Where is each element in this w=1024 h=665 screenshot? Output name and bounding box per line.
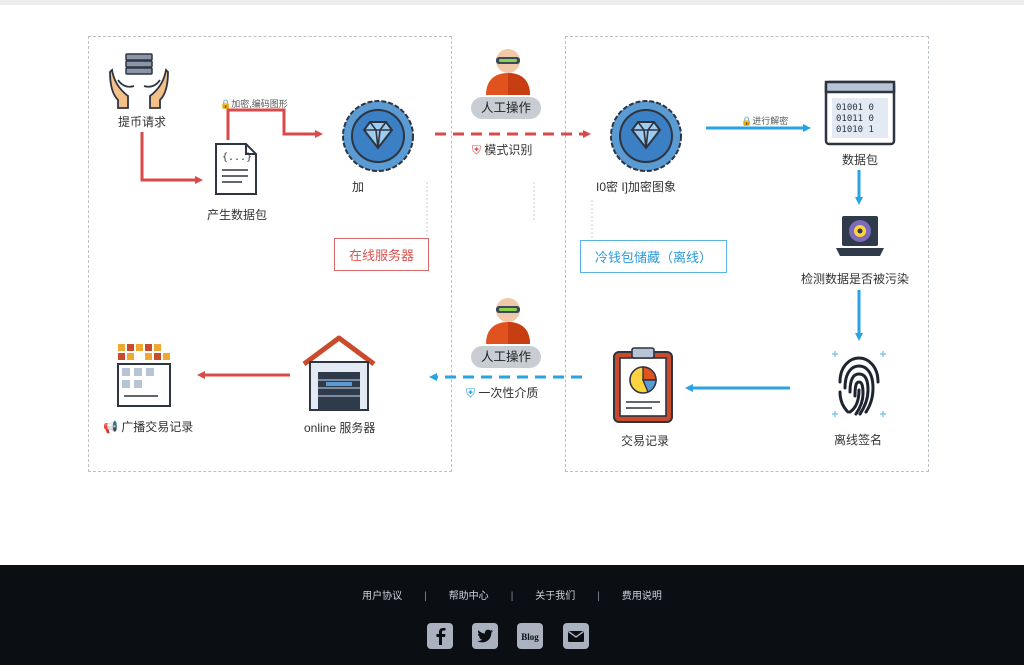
- operator-icon: [486, 49, 530, 95]
- document-icon: {...}: [215, 143, 257, 195]
- decrypt-note: 🔒进行解密: [741, 116, 789, 126]
- twitter-icon[interactable]: [472, 623, 498, 649]
- svg-text:Blog: Blog: [521, 632, 539, 642]
- svg-text:{...}: {...}: [222, 152, 252, 163]
- offline-zone-panel: [565, 36, 929, 472]
- svg-text:01011 0: 01011 0: [836, 114, 874, 124]
- blog-icon[interactable]: Blog: [517, 623, 543, 649]
- footer-link-user-agreement[interactable]: 用户协议: [362, 591, 403, 602]
- binary-window-icon: 01001 0 01011 0 01010 1: [824, 80, 896, 146]
- lock-icon: 🔒: [220, 99, 232, 109]
- transaction-record-label: 交易记录: [621, 434, 670, 448]
- laptop-scan-icon: [836, 216, 884, 256]
- withdraw-request-label: 提币请求: [118, 115, 167, 129]
- footer-link-about-us[interactable]: 关于我们: [535, 591, 576, 602]
- svg-text:01010 1: 01010 1: [836, 125, 874, 135]
- decrypt-image-label: I0密 I]加密图象: [596, 180, 677, 194]
- generate-packet-label: 产生数据包: [207, 208, 268, 222]
- online-server-label: online 服务器: [304, 421, 376, 435]
- data-packet-label: 数据包: [842, 153, 879, 167]
- encrypt-badge-icon: [342, 100, 414, 172]
- footer-link-help-center[interactable]: 帮助中心: [448, 591, 489, 602]
- lock-icon: 🔒: [741, 116, 753, 126]
- check-pollution-label: 检测数据是否被污染: [801, 272, 910, 286]
- flow-arrows: [140, 108, 863, 392]
- footer-link-fee-description[interactable]: 费用说明: [621, 591, 662, 602]
- encrypt-code-note: 🔒加密,编码图形: [220, 99, 288, 109]
- online-server-box: 在线服务器: [334, 238, 430, 271]
- decrypt-badge-icon: [610, 100, 682, 172]
- arrow-request-to-packet: [140, 132, 203, 184]
- cold-wallet-box: 冷钱包储藏（离线）: [580, 240, 728, 273]
- shield-icon: ⛨: [466, 386, 476, 400]
- online-zone-panel: [88, 36, 452, 472]
- hands-coins-icon: [109, 53, 169, 109]
- broadcast-record-label: 📢 广播交易记录: [103, 420, 194, 434]
- shield-icon: ⛨: [472, 143, 482, 157]
- svg-text:01001 0: 01001 0: [836, 103, 874, 113]
- encrypt-prefix-label: 加: [352, 180, 365, 194]
- footer-links: 用户协议|帮助中心|关于我们|费用说明: [0, 587, 1024, 602]
- manual-operation-bottom-pill: 人工操作: [471, 346, 542, 368]
- top-divider: [0, 0, 1024, 5]
- fingerprint-icon: [832, 351, 886, 417]
- report-clipboard-icon: [613, 347, 673, 423]
- one-time-media-label: ⛨ 一次性介质: [466, 386, 539, 400]
- manual-operation-top-pill: 人工操作: [471, 97, 542, 119]
- megaphone-icon: 📢: [103, 420, 118, 434]
- offline-signature-label: 离线签名: [834, 433, 883, 447]
- server-garage-icon: [302, 335, 376, 411]
- footer: 用户协议|帮助中心|关于我们|费用说明 Blog: [0, 565, 1024, 665]
- mail-icon[interactable]: [563, 623, 589, 649]
- pixel-document-icon: [117, 344, 171, 407]
- arrow-packet-to-encrypt: [226, 108, 323, 140]
- facebook-icon[interactable]: [427, 623, 453, 649]
- operator-icon: [486, 298, 530, 344]
- pattern-recognition-label: ⛨ 模式识别: [472, 143, 533, 157]
